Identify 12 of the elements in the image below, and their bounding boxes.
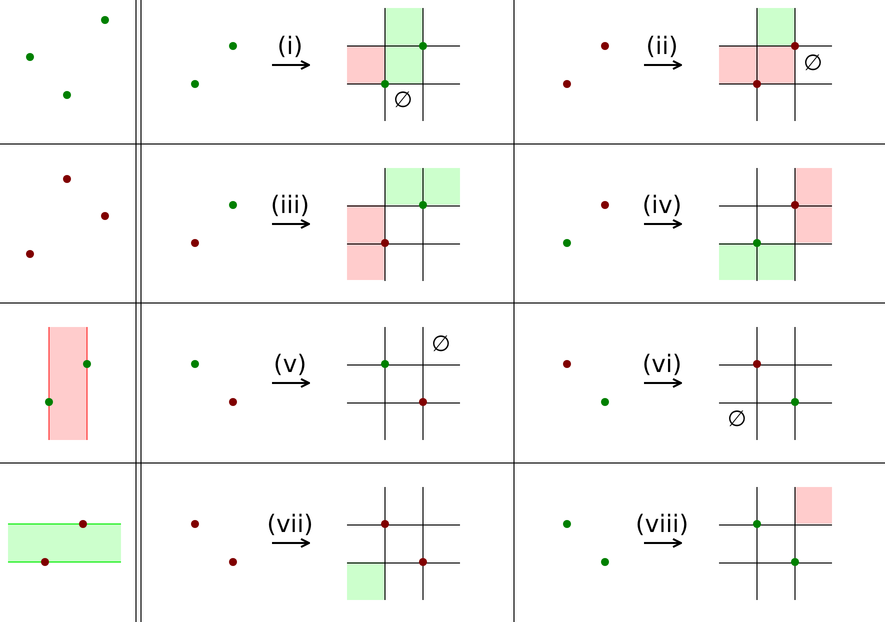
case-label: (iii) — [270, 193, 310, 217]
case-label: (v) — [274, 352, 306, 376]
empty-set-symbol: ∅ — [393, 90, 413, 112]
case-label: (viii) — [636, 512, 688, 536]
empty-set-symbol: ∅ — [431, 334, 451, 356]
empty-set-symbol: ∅ — [803, 53, 823, 75]
case-label: (ii) — [646, 34, 678, 58]
empty-set-symbol: ∅ — [727, 409, 747, 431]
case-label: (i) — [277, 34, 303, 58]
case-label: (vii) — [266, 512, 314, 536]
case-label: (iv) — [642, 193, 682, 217]
case-label: (vi) — [642, 352, 682, 376]
